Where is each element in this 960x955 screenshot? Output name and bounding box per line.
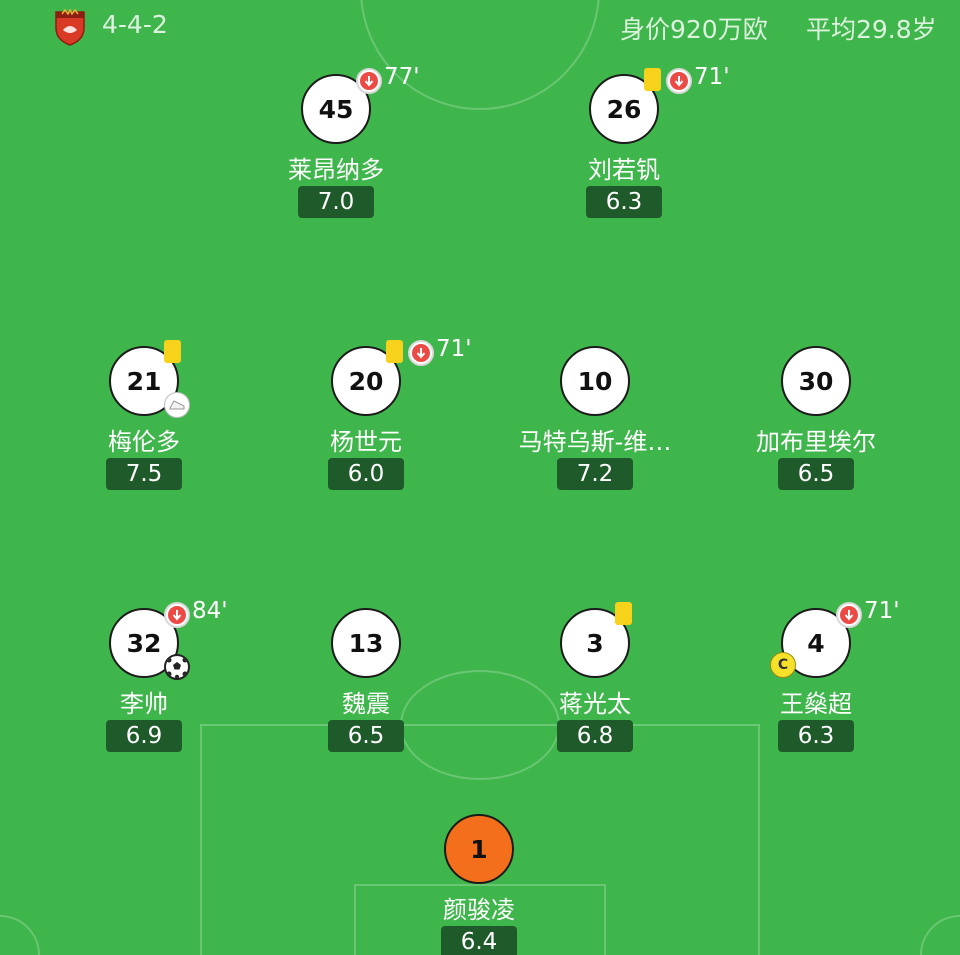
shirt-number: 10 (560, 346, 630, 416)
player-rating: 6.5 (328, 720, 404, 752)
center-circle (360, 0, 600, 110)
player-name: 颜骏凌 (443, 896, 515, 924)
captain-badge: C (770, 652, 796, 678)
player-rating: 6.0 (328, 458, 404, 490)
player-rating: 6.8 (557, 720, 633, 752)
player-rating: 7.0 (298, 186, 374, 218)
yellow-card-icon (644, 68, 661, 91)
player-rating: 6.4 (441, 926, 517, 955)
sub-time: 77' (384, 64, 420, 90)
player-name: 魏震 (342, 690, 390, 718)
player-rating: 7.2 (557, 458, 633, 490)
squad-value: 身价920万欧 (620, 15, 768, 44)
shirt-number: 30 (781, 346, 851, 416)
player-name: 杨世元 (330, 428, 402, 456)
sub-off-icon (666, 68, 692, 94)
sub-time: 71' (436, 336, 472, 362)
sub-time: 71' (864, 598, 900, 624)
sub-off-icon (408, 340, 434, 366)
player-rating: 6.3 (778, 720, 854, 752)
player-name: 刘若钒 (588, 156, 660, 184)
corner-arc-right (920, 915, 960, 955)
player-name: 蒋光太 (559, 690, 631, 718)
player-rating: 6.3 (586, 186, 662, 218)
player-rating: 6.5 (778, 458, 854, 490)
player-rating: 6.9 (106, 720, 182, 752)
player-name: 马特乌斯-维… (518, 428, 672, 456)
sub-time: 84' (192, 598, 228, 624)
player-name: 王燊超 (780, 690, 852, 718)
player-name: 梅伦多 (108, 428, 180, 456)
formation-label: 4-4-2 (102, 10, 168, 39)
player-rating: 7.5 (106, 458, 182, 490)
player-name: 莱昂纳多 (288, 156, 384, 184)
corner-arc-left (0, 915, 40, 955)
shirt-number: 13 (331, 608, 401, 678)
goal-box (354, 884, 606, 955)
sub-off-icon (836, 602, 862, 628)
yellow-card-icon (615, 602, 632, 625)
assist-boot-icon (164, 392, 190, 418)
goal-ball-icon (164, 654, 190, 680)
player-name: 李帅 (120, 690, 168, 718)
player-name: 加布里埃尔 (756, 428, 876, 456)
sub-time: 71' (694, 64, 730, 90)
yellow-card-icon (164, 340, 181, 363)
sub-off-icon (356, 68, 382, 94)
yellow-card-icon (386, 340, 403, 363)
average-age: 平均29.8岁 (806, 15, 937, 44)
sub-off-icon (164, 602, 190, 628)
shirt-number: 1 (444, 814, 514, 884)
club-crest-icon (55, 8, 85, 46)
